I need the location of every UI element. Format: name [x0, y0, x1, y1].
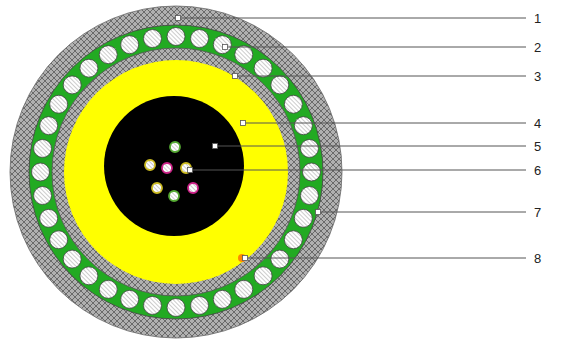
armour-wire — [99, 280, 117, 298]
leader-lines — [176, 16, 527, 261]
leader-marker — [233, 74, 238, 79]
armour-wire — [254, 59, 272, 77]
armour-wire — [40, 209, 58, 227]
armour-wire — [254, 267, 272, 285]
armour-wire — [167, 299, 185, 317]
armour-wire — [143, 296, 161, 314]
armour-wire — [32, 163, 50, 181]
armour-wire — [34, 139, 52, 157]
leader-line — [243, 123, 526, 124]
armour-wire — [300, 139, 318, 157]
armour-wire — [80, 59, 98, 77]
armour-wire — [34, 187, 52, 205]
armour-wire — [167, 28, 185, 46]
armour-wire — [40, 117, 58, 135]
armour-wire — [99, 46, 117, 64]
armour-wire — [121, 36, 139, 54]
armour-wire — [50, 95, 68, 113]
callout-number: 5 — [534, 140, 541, 153]
leader-line — [190, 170, 526, 171]
callout-number: 6 — [534, 164, 541, 177]
optical-fibre — [152, 183, 162, 193]
armour-wire — [294, 117, 312, 135]
leader-marker — [241, 121, 246, 126]
optical-fibre — [188, 183, 198, 193]
callout-number: 1 — [534, 12, 541, 25]
armour-wire — [63, 250, 81, 268]
leader-line — [225, 47, 526, 48]
armour-wire — [284, 95, 302, 113]
callout-number: 3 — [534, 70, 541, 83]
armour-wire — [191, 296, 209, 314]
leader-marker — [188, 168, 193, 173]
optical-fibre — [145, 160, 155, 170]
armour-wire — [294, 209, 312, 227]
optical-fibre — [169, 191, 179, 201]
callout-number: 8 — [534, 252, 541, 265]
inner-sheath — [52, 48, 300, 296]
armour-wire — [121, 290, 139, 308]
outer-jacket — [10, 6, 342, 338]
callout-number: 4 — [534, 117, 541, 130]
armour-wire — [143, 30, 161, 48]
armour-bedding — [29, 25, 323, 319]
leader-marker — [213, 144, 218, 149]
armour-wire — [235, 280, 253, 298]
callout-number: 7 — [534, 206, 541, 219]
leader-line — [178, 18, 526, 19]
armour-wire — [63, 76, 81, 94]
buffer-layer — [64, 60, 288, 284]
armour-wire — [284, 231, 302, 249]
armour-wire — [300, 187, 318, 205]
armour-wire — [213, 36, 231, 54]
optical-fibre — [162, 163, 172, 173]
armour-wire — [213, 290, 231, 308]
core-filling — [104, 96, 244, 236]
armour-wire — [235, 46, 253, 64]
optical-fibre — [170, 142, 180, 152]
optical-fibres — [145, 142, 198, 201]
leader-marker — [316, 210, 321, 215]
armour-wire — [303, 163, 321, 181]
armour-wire — [50, 231, 68, 249]
leader-line — [245, 258, 526, 259]
leader-line — [235, 76, 526, 77]
armour-wire — [80, 267, 98, 285]
callout-number: 2 — [534, 41, 541, 54]
leader-line — [318, 212, 526, 213]
leader-marker — [223, 45, 228, 50]
armour-wire — [271, 76, 289, 94]
leader-marker — [176, 16, 181, 21]
armour-wire — [271, 250, 289, 268]
armour-wires — [32, 28, 321, 317]
armour-wire — [191, 30, 209, 48]
leader-marker — [243, 256, 248, 261]
leader-line — [215, 146, 526, 147]
